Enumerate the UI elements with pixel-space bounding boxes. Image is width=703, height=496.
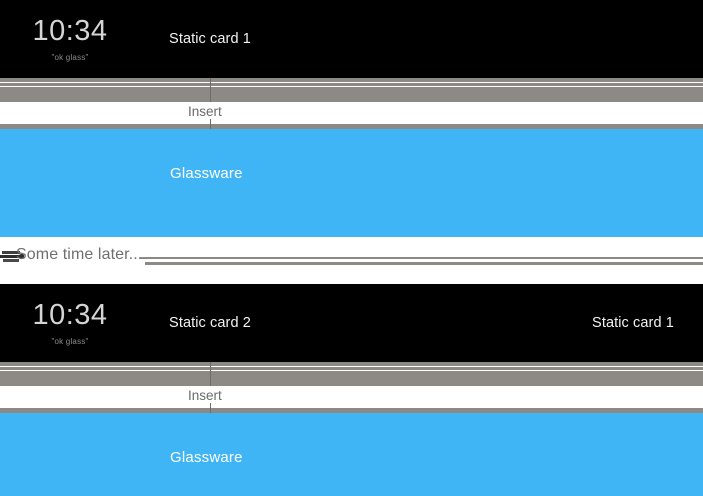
glassware-band-bottom[interactable]: Glassware <box>0 413 703 496</box>
clock-time: 10:34 <box>32 14 108 47</box>
some-time-later-label: Some time later... <box>16 246 143 263</box>
card-label: Static card 1 <box>169 31 251 47</box>
card-label: Static card 2 <box>169 315 251 331</box>
static-card-2-bottom[interactable]: Static card 2 <box>140 284 280 362</box>
static-card-1-bottom[interactable]: Static card 1 <box>563 284 703 362</box>
rail-tick-top <box>210 78 211 102</box>
timeline-rail-bottom-upper <box>0 362 703 366</box>
card-label: Static card 1 <box>592 315 674 331</box>
rail-seam-3 <box>0 366 703 367</box>
insert-rail-left-top <box>0 124 140 129</box>
timeline-scroll-icon <box>0 248 26 265</box>
clock-card-top[interactable]: 10:34 "ok glass" <box>0 0 140 78</box>
glassware-label: Glassware <box>170 449 243 466</box>
clock-voice-hint: "ok glass" <box>51 53 89 63</box>
insert-rail-left-bottom <box>0 408 140 413</box>
timeline-rail-top-lower <box>0 87 703 102</box>
static-card-1-top[interactable]: Static card 1 <box>140 0 280 78</box>
insert-label: Insert <box>188 104 222 119</box>
rail-seam-4 <box>0 370 703 371</box>
clock-time: 10:34 <box>32 298 108 331</box>
clock-card-bottom[interactable]: 10:34 "ok glass" <box>0 284 140 362</box>
timeline-rail-top-upper <box>0 78 703 82</box>
divider-rule-upper <box>140 257 703 259</box>
insert-band-bottom: Insert <box>0 386 703 408</box>
timeline-rail-bottom-mid <box>0 367 703 370</box>
clock-voice-hint: "ok glass" <box>51 337 89 347</box>
rail-seam-2 <box>0 86 703 87</box>
rail-tick-insert-bottom <box>210 403 211 413</box>
insert-band-top: Insert <box>0 102 703 124</box>
insert-label: Insert <box>188 388 222 403</box>
timeline-rail-top-mid <box>0 83 703 86</box>
insert-rail-right-top <box>140 124 703 129</box>
glassware-band-top[interactable]: Glassware <box>0 129 703 237</box>
rail-tick-insert-top <box>210 119 211 129</box>
timeline-strip-top: 10:34 "ok glass" Static card 1 <box>0 0 703 78</box>
insert-rail-right-bottom <box>140 408 703 413</box>
divider-rule-lower <box>145 262 703 265</box>
glassware-label: Glassware <box>170 165 243 182</box>
rail-tick-bottom <box>210 362 211 386</box>
rail-seam-1 <box>0 82 703 83</box>
timeline-rail-bottom-lower <box>0 371 703 386</box>
some-time-later-divider: Some time later... <box>0 237 703 282</box>
timeline-strip-bottom: 10:34 "ok glass" Static card 2 Static ca… <box>0 284 703 362</box>
